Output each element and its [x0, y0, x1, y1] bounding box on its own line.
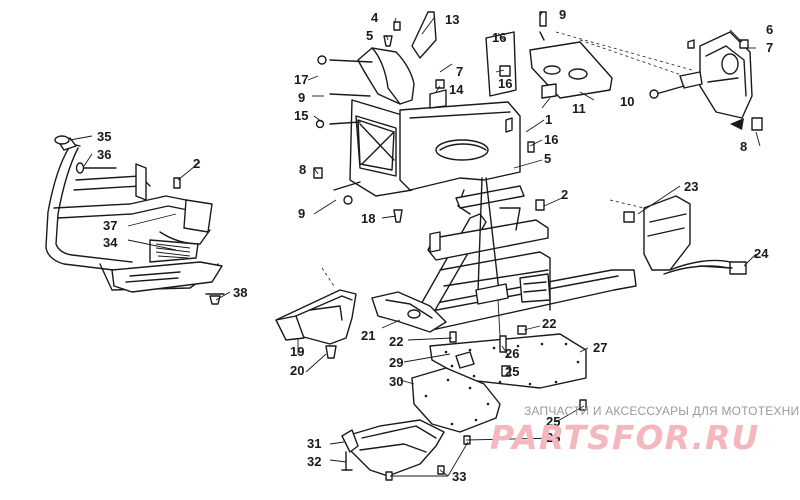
callout-16: 16 [544, 132, 558, 147]
left-mount-bracket [275, 267, 357, 359]
callout-6: 6 [766, 22, 773, 37]
callout-31: 31 [307, 436, 321, 451]
callout-22-right: 22 [542, 316, 556, 331]
upper-bracket-assembly [529, 31, 693, 99]
callout-2-left: 2 [193, 156, 200, 171]
callout-25-low: 25 [546, 414, 560, 429]
watermark-logo: PARTSFOR.RU [490, 418, 760, 457]
callout-36: 36 [97, 147, 111, 162]
callout-16-top: 16 [498, 76, 512, 91]
callout-10: 10 [620, 94, 634, 109]
callout-37: 37 [103, 218, 117, 233]
callout-33: 33 [452, 469, 466, 484]
callout-20: 20 [290, 363, 304, 378]
callout-7-right: 7 [766, 40, 773, 55]
callout-9: 9 [298, 206, 305, 221]
callout-22: 22 [389, 334, 403, 349]
callout-14: 15 [294, 108, 308, 123]
callout-11: 11 [572, 101, 586, 116]
callout-23: 23 [684, 179, 698, 194]
callout-13: 14 [449, 82, 464, 97]
callout-25: 25 [505, 364, 519, 379]
center-left-bracket [371, 291, 447, 333]
callout-30: 30 [389, 374, 403, 389]
callout-34: 34 [103, 235, 118, 250]
callout-27: 27 [593, 340, 607, 355]
callout-38: 38 [233, 285, 247, 300]
callout-21: 21 [361, 328, 375, 343]
callout-8-right: 8 [740, 139, 747, 154]
callout-32: 32 [307, 454, 321, 469]
callout-17: 17 [294, 72, 308, 87]
skid-plate-30 [411, 367, 501, 433]
front-cover-assembly [313, 11, 547, 223]
callout-5: 5 [544, 151, 551, 166]
watermark-tagline: ЗАПЧАСТИ И АКСЕССУАРЫ ДЛЯ МОТОТЕХНИКИ [524, 404, 800, 418]
callout-29: 29 [389, 355, 403, 370]
skid-plate-27 [429, 333, 587, 389]
callout-8: 8 [299, 162, 306, 177]
callout-1: 1 [545, 112, 552, 127]
side-bracket-assembly [649, 31, 763, 131]
main-frame-assembly [419, 177, 637, 331]
callout-2: 2 [561, 187, 568, 202]
callout-28: 28 [546, 430, 560, 445]
callout-26: 26 [505, 346, 519, 361]
callout-3: 4 [371, 10, 379, 25]
callout-9-left: 9 [298, 90, 305, 105]
callout-18: 18 [361, 211, 375, 226]
callout-9-top: 9 [559, 7, 566, 22]
callout-7: 7 [456, 64, 463, 79]
callout-24: 24 [754, 246, 769, 261]
callouts: 4 5 13 16 9 6 7 7 16 17 9 14 10 11 15 1 … [97, 7, 773, 484]
callout-12: 13 [445, 12, 459, 27]
lower-guard [341, 419, 445, 477]
leader-lines [69, 11, 761, 477]
callout-19: 19 [290, 344, 304, 359]
callout-35: 35 [97, 129, 111, 144]
right-bracket-assembly [609, 195, 747, 275]
callout-4: 5 [366, 28, 373, 43]
callout-15: 16 [492, 30, 506, 45]
front-bumper-assembly [45, 135, 225, 305]
